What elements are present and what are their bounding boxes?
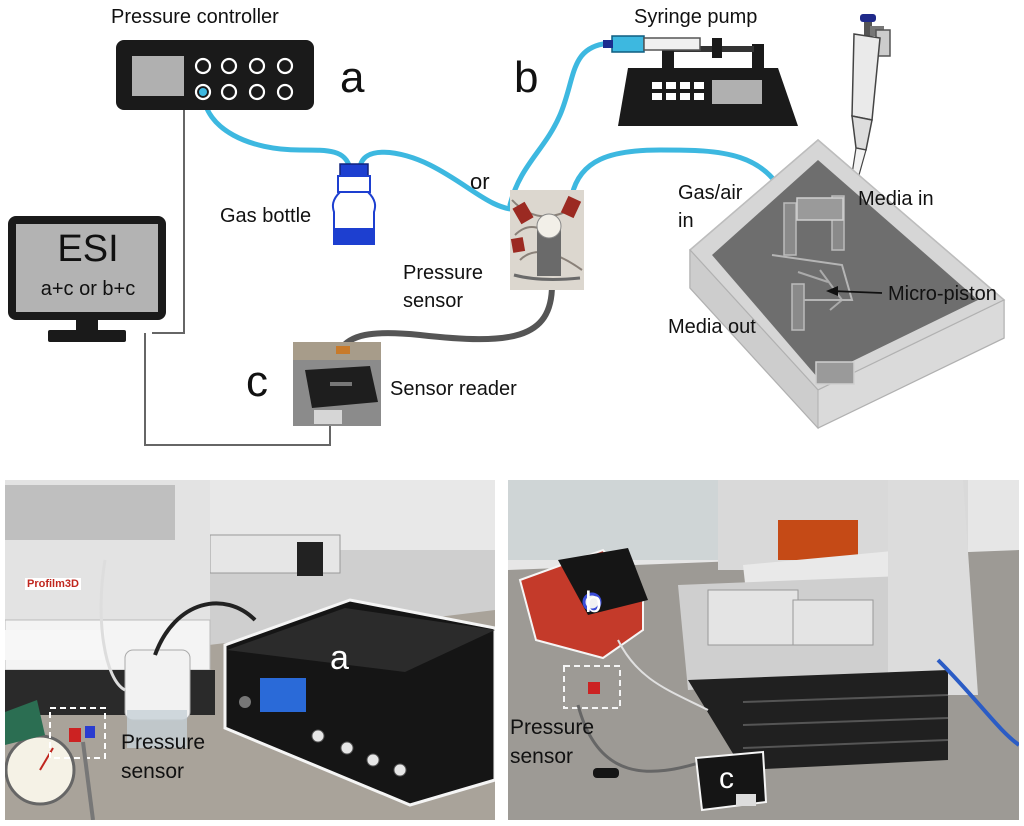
- microfluidic-chip: [688, 139, 1006, 430]
- label-b: b: [514, 53, 539, 102]
- photo-left-pressure-sensor-line2: sensor: [121, 760, 185, 783]
- pressure-sensor-label-line1: Pressure: [403, 262, 484, 284]
- gas-air-in-label-line2: in: [678, 210, 694, 232]
- photo-right-setup: b c Pressure sensor: [508, 480, 1019, 820]
- or-label: or: [470, 169, 490, 194]
- sensor-chip-tubing: [569, 147, 793, 213]
- photo-right-badge-c: c: [719, 762, 734, 795]
- sensor-reader-photo: [293, 342, 381, 426]
- photo-left-setup: Profilm3D a Pressure sensor: [5, 480, 495, 820]
- photo-left-badge-a: a: [330, 639, 349, 677]
- pressure-controller-label: Pressure controller: [111, 6, 279, 28]
- photo-right-pressure-sensor-line2: sensor: [510, 745, 574, 768]
- syringe-pump-device: [603, 35, 798, 126]
- media-out-label: Media out: [668, 316, 756, 338]
- schematic-diagram: [8, 14, 1006, 446]
- pressure-sensor-photo: [510, 190, 584, 290]
- bottle-sensor-tubing: [357, 149, 523, 213]
- photo-left-pressure-sensor-line1: Pressure: [121, 731, 206, 754]
- gas-air-in-label-line1: Gas/air: [678, 182, 743, 204]
- profilm-brand-label: Profilm3D: [25, 578, 81, 591]
- controller-bottle-tubing: [200, 89, 353, 171]
- pump-sensor-tubing: [507, 41, 606, 208]
- photo-right-badge-b: b: [585, 586, 602, 619]
- sensor-reader-label: Sensor reader: [390, 378, 517, 400]
- pipette-icon: [846, 14, 891, 206]
- label-a: a: [340, 53, 365, 102]
- photo-right-pressure-sensor-line1: Pressure: [510, 716, 595, 739]
- controller-esi-wire: [152, 108, 185, 334]
- gas-bottle-icon: [331, 163, 377, 245]
- reader-esi-wire: [144, 333, 331, 446]
- micro-piston-arrow: [826, 286, 883, 296]
- pressure-controller-device: [116, 40, 314, 110]
- media-in-label: Media in: [858, 188, 934, 210]
- esi-subtitle: a+c or b+c: [40, 278, 136, 300]
- esi-title: ESI: [57, 228, 119, 270]
- label-c: c: [246, 357, 268, 406]
- syringe-pump-label: Syringe pump: [634, 6, 758, 28]
- pressure-sensor-label-line2: sensor: [403, 290, 464, 312]
- sensor-cable: [337, 282, 555, 353]
- gas-bottle-label: Gas bottle: [220, 205, 312, 227]
- esi-monitor: [8, 216, 166, 342]
- micro-piston-label: Micro-piston: [888, 283, 997, 305]
